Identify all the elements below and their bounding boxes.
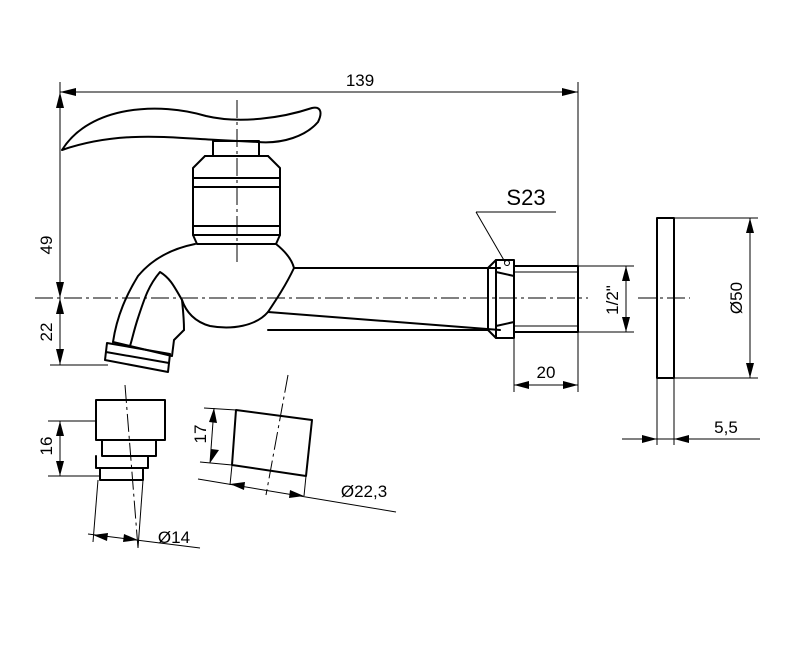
sleeve-part <box>231 409 313 477</box>
dimension-lines <box>48 82 760 549</box>
dim-flange-diameter: Ø50 <box>727 282 746 314</box>
dim-height-below-axis: 22 <box>37 323 56 342</box>
dim-aerator-height: 16 <box>37 437 56 456</box>
dim-sleeve-diameter: Ø22,3 <box>341 482 387 501</box>
headwork-collar <box>192 177 281 236</box>
spout-aerator <box>104 342 171 373</box>
thread-section <box>513 265 579 333</box>
flange-plate <box>656 217 675 379</box>
dim-thread-length: 20 <box>537 363 556 382</box>
dim-flange-thickness: 5,5 <box>714 418 738 437</box>
dim-aerator-diameter: Ø14 <box>158 528 190 547</box>
handle-cap <box>212 140 260 157</box>
lever-handle <box>61 106 322 151</box>
aerator-part <box>95 399 166 481</box>
hex-nut <box>487 259 515 339</box>
faucet-body <box>61 106 501 373</box>
dim-thread-size: 1/2" <box>603 285 622 315</box>
connection-fitting <box>267 259 579 339</box>
spout-outlet <box>112 329 185 357</box>
dim-wrench-size: S23 <box>506 185 545 210</box>
dim-height-above-axis: 49 <box>37 236 56 255</box>
dim-overall-length: 139 <box>346 71 374 90</box>
body-shoulder <box>192 234 281 245</box>
dim-sleeve-height: 17 <box>191 425 210 444</box>
